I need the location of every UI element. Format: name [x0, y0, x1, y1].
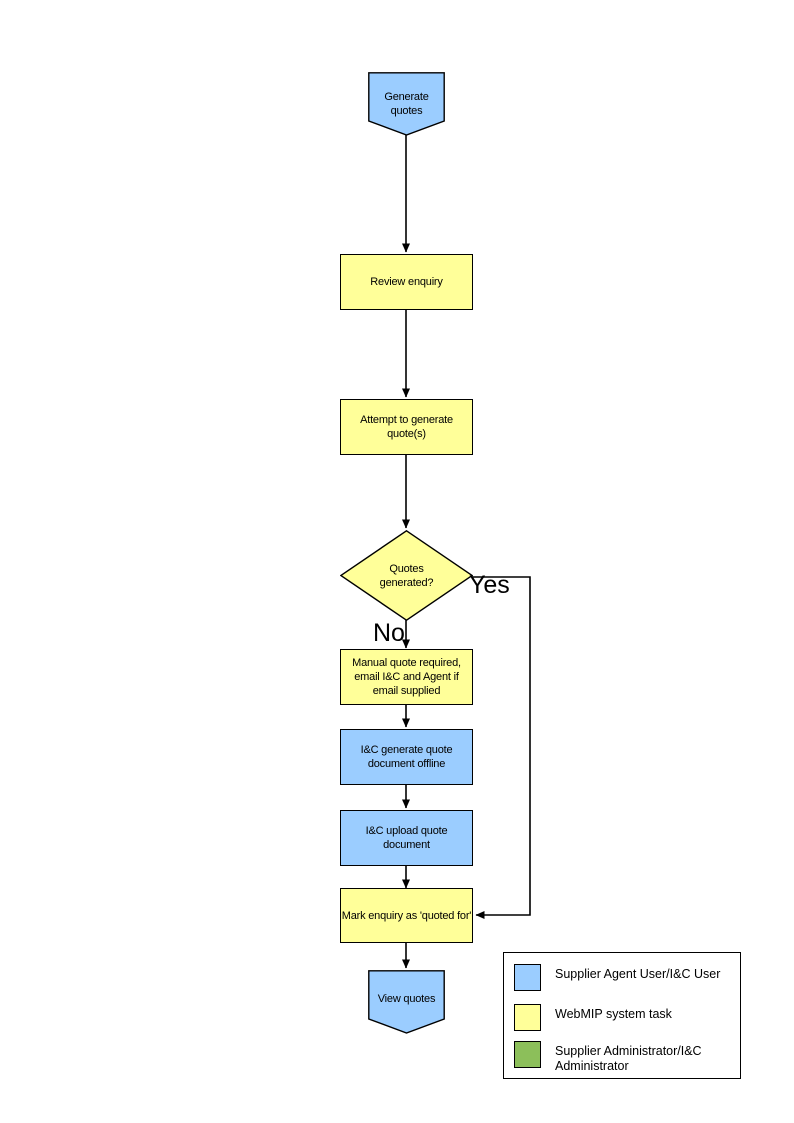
legend-label-webmip-system-task: WebMIP system task [555, 1007, 672, 1021]
node-generate-quotes-label: Generate quotes [384, 91, 429, 117]
node-mark-enquiry-quoted-for[interactable]: Mark enquiry as 'quoted for' [340, 888, 473, 943]
legend-swatch-yellow [514, 1004, 541, 1031]
legend-swatch-green [514, 1041, 541, 1068]
node-review-enquiry[interactable]: Review enquiry [340, 254, 473, 310]
legend-item-supplier-agent-user: Supplier Agent User/I&C User [514, 964, 720, 991]
legend-panel: Supplier Agent User/I&C User WebMIP syst… [503, 952, 741, 1079]
node-view-quotes-label: View quotes [377, 993, 436, 1005]
node-quotes-generated-decision[interactable]: Quotes generated? [340, 530, 473, 621]
node-generate-quotes[interactable]: Generate quotes [368, 72, 445, 136]
node-attempt-generate-quotes[interactable]: Attempt to generate quote(s) [340, 399, 473, 455]
edge-label-yes: Yes [469, 571, 510, 599]
legend-label-supplier-agent-user: Supplier Agent User/I&C User [555, 967, 721, 981]
node-manual-quote-required[interactable]: Manual quote required, email I&C and Age… [340, 649, 473, 705]
node-ic-generate-quote-offline[interactable]: I&C generate quote document offline [340, 729, 473, 785]
edge-label-no: No [373, 619, 405, 647]
node-ic-upload-quote-document[interactable]: I&C upload quote document [340, 810, 473, 866]
legend-item-supplier-administrator: Supplier Administrator/I&C Administrator [514, 1041, 702, 1074]
node-quotes-generated-label: Quotes generated? [379, 563, 434, 589]
node-view-quotes[interactable]: View quotes [368, 970, 445, 1034]
legend-label-supplier-administrator: Supplier Administrator/I&C Administrator [555, 1044, 702, 1073]
legend-item-webmip-system-task: WebMIP system task [514, 1004, 672, 1031]
edge-decision-yes-to-mark [472, 576, 531, 919]
legend-swatch-blue [514, 964, 541, 991]
